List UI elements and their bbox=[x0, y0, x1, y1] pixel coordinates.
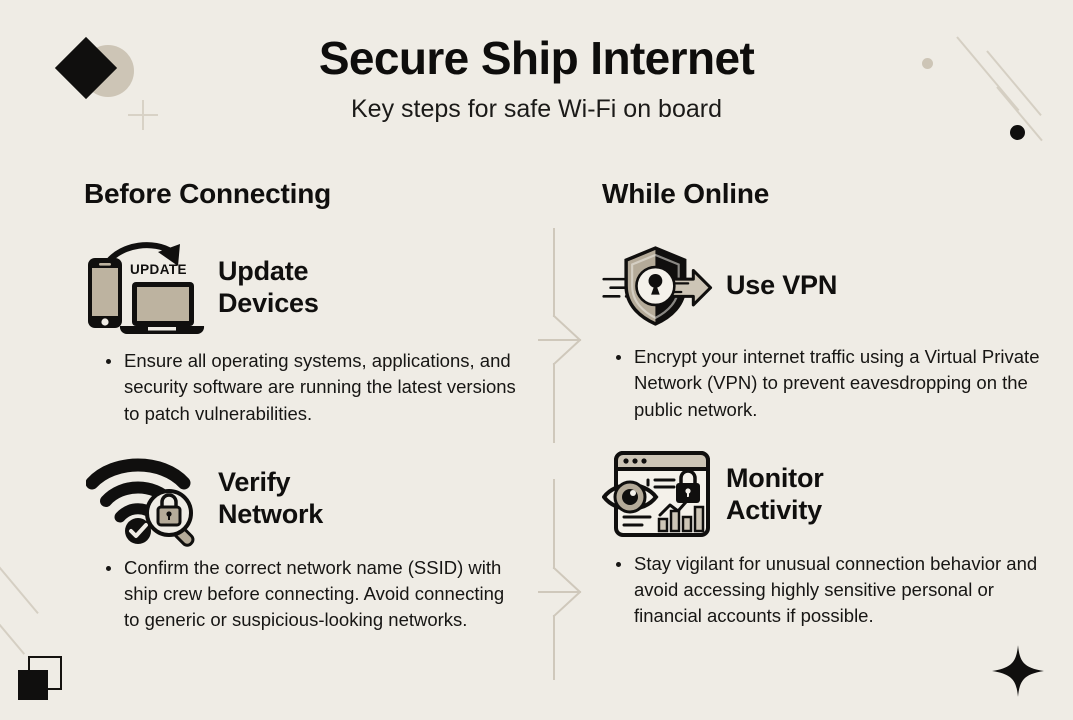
update-devices-icon: UPDATE bbox=[84, 238, 206, 338]
page-title: Secure Ship Internet bbox=[318, 32, 755, 84]
sparkle-star-icon bbox=[991, 644, 1045, 698]
item-use-vpn: Use VPN Encrypt your internet traffic us… bbox=[602, 236, 1043, 423]
content-columns: Before Connecting bbox=[0, 178, 1073, 648]
list-item: Encrypt your internet traffic using a Vi… bbox=[612, 344, 1043, 423]
black-dot-decoration bbox=[1010, 125, 1025, 140]
item-update-devices: UPDATE Update Devices Ensure all operati… bbox=[84, 236, 518, 427]
page-subtitle: Key steps for safe Wi-Fi on board bbox=[351, 94, 722, 123]
bullet-list: Ensure all operating systems, applicatio… bbox=[102, 348, 518, 427]
item-title-line1: Monitor bbox=[726, 462, 824, 493]
item-title-line1: Update bbox=[218, 256, 309, 287]
item-header: UPDATE Update Devices bbox=[84, 236, 518, 340]
outlined-square-decoration bbox=[28, 656, 62, 690]
bullet-list: Confirm the correct network name (SSID) … bbox=[102, 555, 518, 634]
item-header: Monitor Activity bbox=[602, 447, 1043, 543]
list-item: Confirm the correct network name (SSID) … bbox=[102, 555, 518, 634]
page-header: Secure Ship Internet Key steps for safe … bbox=[0, 32, 1073, 123]
item-header: Verify Network bbox=[84, 451, 518, 547]
list-item: Ensure all operating systems, applicatio… bbox=[102, 348, 518, 427]
item-title: Monitor Activity bbox=[726, 463, 824, 527]
item-title-line1: Use VPN bbox=[726, 270, 838, 301]
item-title-line2: Devices bbox=[218, 288, 319, 318]
item-title-line2: Activity bbox=[726, 494, 822, 525]
item-title-line2: Network bbox=[218, 498, 324, 529]
filled-square-decoration bbox=[18, 670, 48, 700]
vpn-shield-icon bbox=[602, 236, 714, 336]
section-heading-while-online: While Online bbox=[602, 178, 770, 209]
item-monitor-activity: Monitor Activity Stay vigilant for unusu… bbox=[602, 447, 1043, 630]
item-title: Use VPN bbox=[726, 270, 837, 302]
monitor-activity-icon bbox=[602, 447, 714, 543]
item-title-line1: Verify bbox=[218, 466, 291, 497]
bullet-list: Stay vigilant for unusual connection beh… bbox=[612, 551, 1043, 630]
item-title: Update Devices bbox=[218, 256, 319, 320]
list-item: Stay vigilant for unusual connection beh… bbox=[612, 551, 1043, 630]
column-before-connecting: Before Connecting bbox=[0, 178, 536, 648]
item-title: Verify Network bbox=[218, 467, 323, 531]
bullet-list: Encrypt your internet traffic using a Vi… bbox=[612, 344, 1043, 423]
item-header: Use VPN bbox=[602, 236, 1043, 336]
item-verify-network: Verify Network Confirm the correct netwo… bbox=[84, 451, 518, 634]
section-heading-before-connecting: Before Connecting bbox=[84, 178, 332, 209]
update-badge-text: UPDATE bbox=[130, 262, 187, 277]
verify-network-icon bbox=[84, 451, 206, 547]
column-while-online: While Online bbox=[536, 178, 1073, 648]
